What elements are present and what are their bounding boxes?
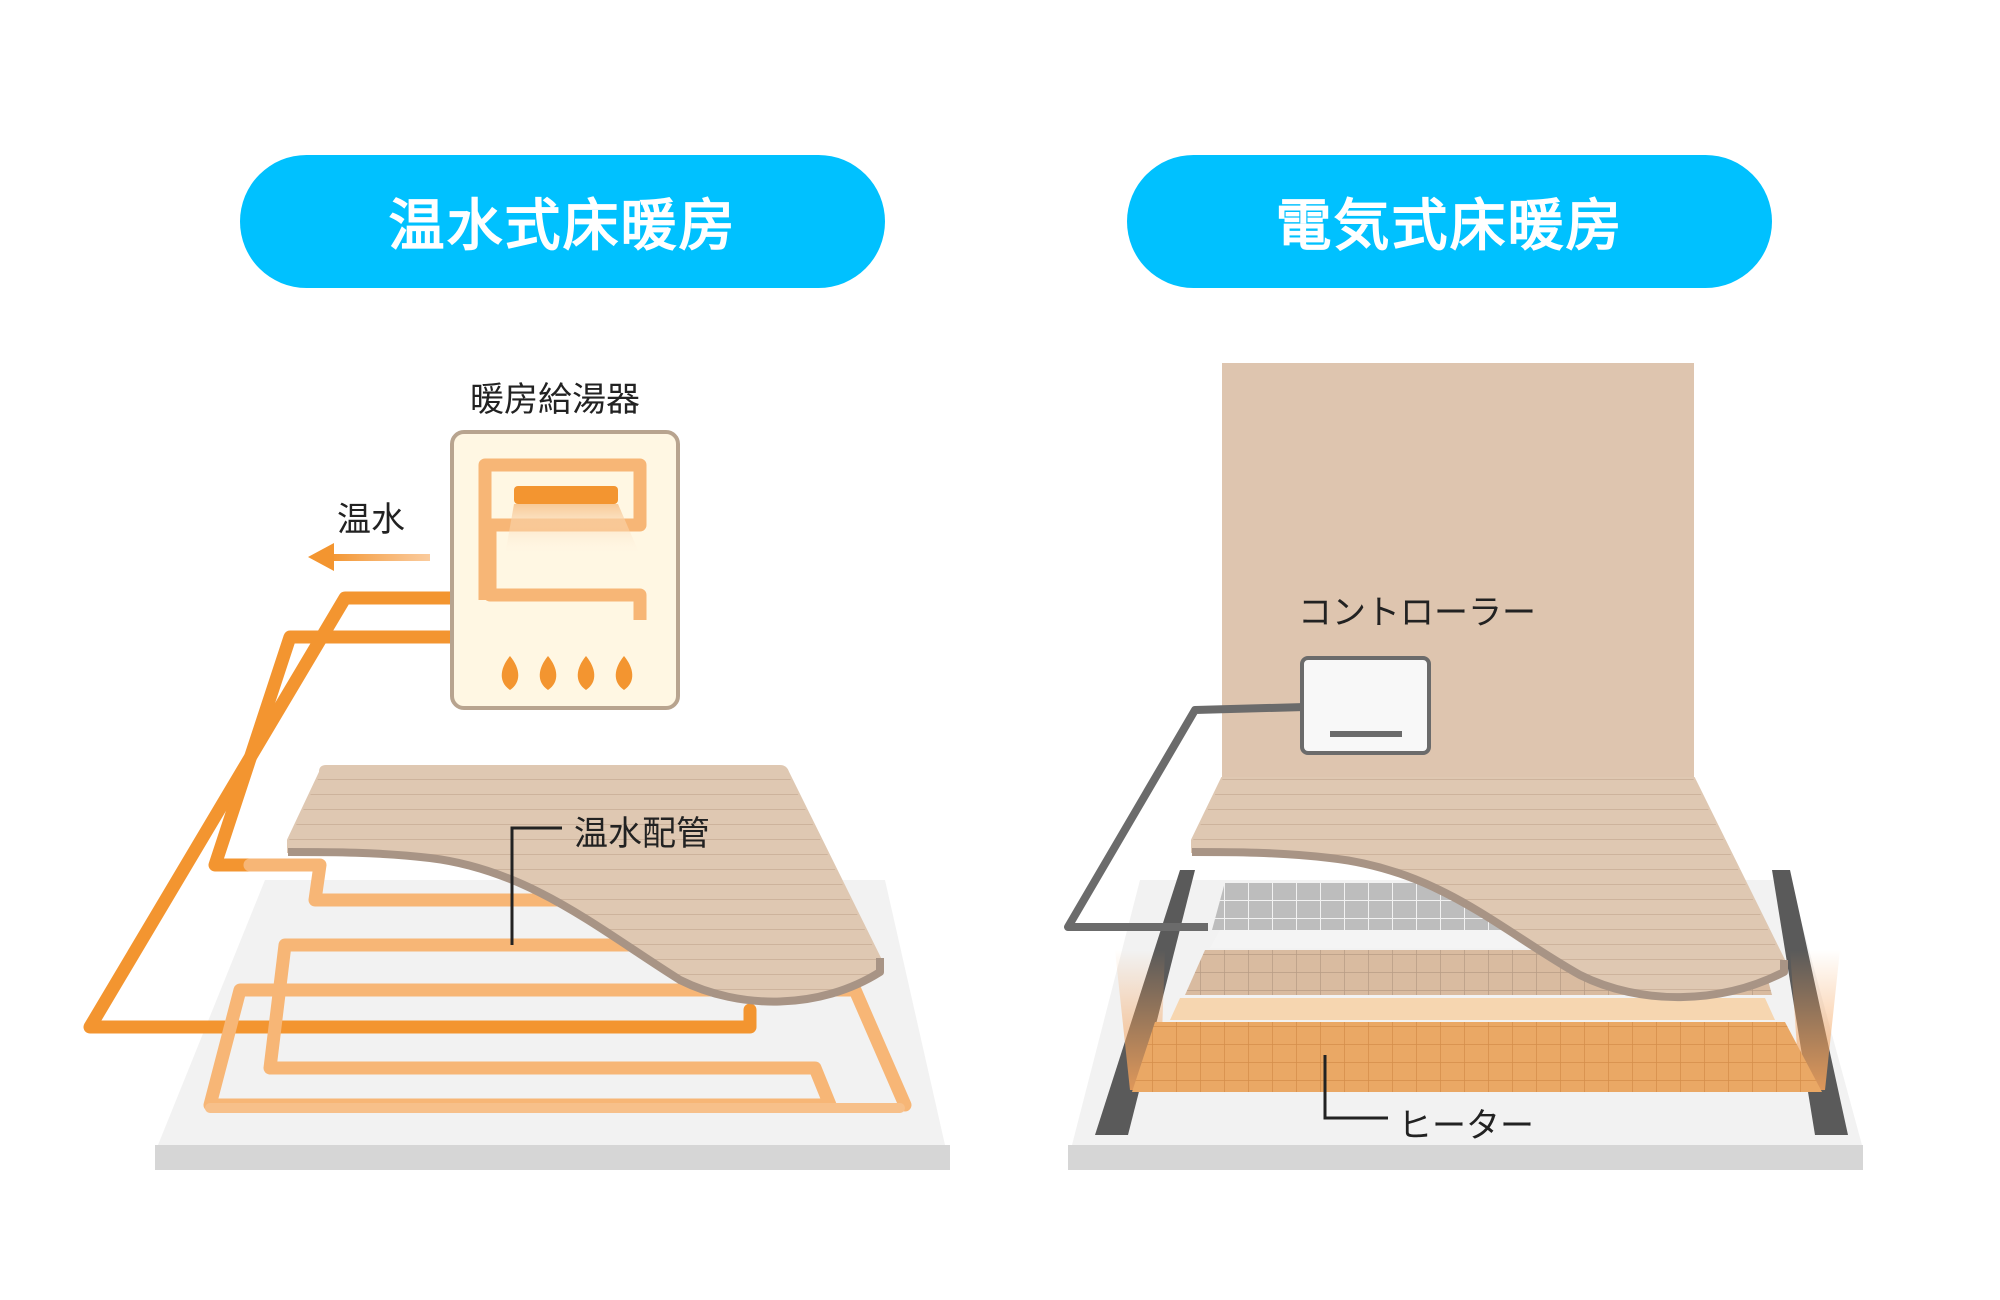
controller-label: コントローラー	[1298, 593, 1536, 633]
heater-label-leader	[1323, 1055, 1388, 1120]
electric-title-pill: 電気式床暖房	[1127, 155, 1772, 288]
heater-label: ヒーター	[1398, 1106, 1534, 1146]
hot-water-label: 温水	[337, 500, 405, 540]
pipe-label: 温水配管	[574, 814, 710, 854]
hot-water-title-pill: 温水式床暖房	[240, 155, 885, 288]
controller-device	[1300, 656, 1431, 755]
water-heater-unit	[450, 430, 680, 710]
controller-wire	[1064, 703, 1306, 931]
left-wood-floor	[287, 765, 884, 1006]
arrow-left-icon	[308, 543, 430, 571]
right-wood-floor	[1191, 777, 1788, 1002]
water-heater-label: 暖房給湯器	[470, 380, 640, 420]
pipe-label-leader	[510, 826, 562, 945]
flame-icon	[501, 656, 633, 690]
wall	[1222, 363, 1694, 781]
hot-water-pipe	[83, 591, 912, 1113]
